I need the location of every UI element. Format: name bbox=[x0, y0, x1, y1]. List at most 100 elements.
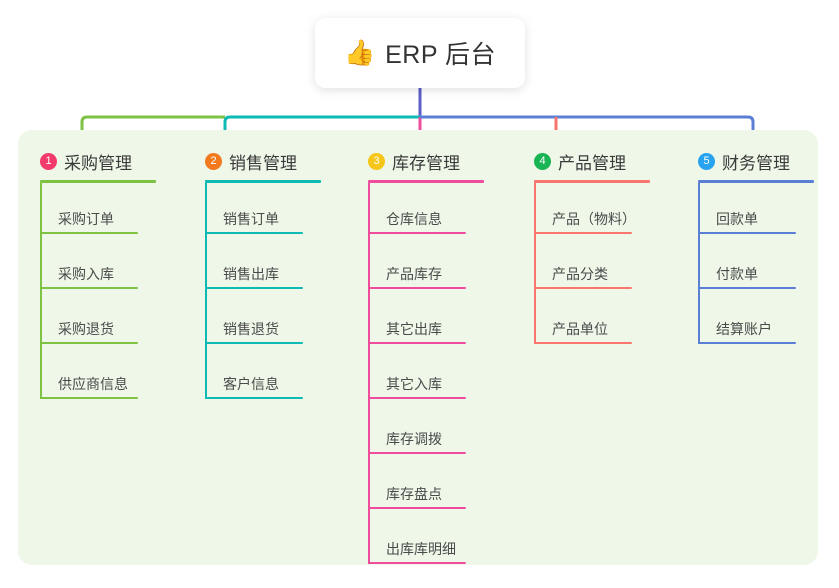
branch-header[interactable]: 2 销售管理 bbox=[205, 144, 321, 178]
leaf-rule bbox=[368, 452, 466, 454]
branch-header[interactable]: 4 产品管理 bbox=[534, 144, 650, 178]
branch-column: 4 产品管理产品（物料） 产品分类产品单位 bbox=[534, 144, 650, 348]
leaf-item[interactable]: 产品库存 bbox=[368, 238, 484, 293]
leaf-rule bbox=[40, 287, 138, 289]
leaf-label: 产品分类 bbox=[552, 266, 608, 282]
leaf-list: 仓库信息产品库存其它出库其它入库库存调拨库存盘点出库库明细 bbox=[368, 183, 484, 568]
leaf-label: 回款单 bbox=[716, 211, 758, 227]
branch-header-rule bbox=[205, 180, 321, 183]
root-node[interactable]: 👍 ERP 后台 bbox=[315, 18, 525, 88]
leaf-rule bbox=[698, 287, 796, 289]
leaf-item[interactable]: 销售订单 bbox=[205, 183, 321, 238]
leaf-item[interactable]: 付款单 bbox=[698, 238, 814, 293]
leaf-trunk-line bbox=[368, 183, 370, 564]
branch-title: 财务管理 bbox=[722, 153, 790, 173]
leaf-rule bbox=[368, 507, 466, 509]
leaf-trunk-line bbox=[534, 183, 536, 344]
leaf-rule bbox=[534, 232, 632, 234]
leaf-rule bbox=[40, 342, 138, 344]
leaf-item[interactable]: 采购订单 bbox=[40, 183, 156, 238]
leaf-label: 库存盘点 bbox=[386, 486, 442, 502]
leaf-trunk-line bbox=[40, 183, 42, 399]
leaf-item[interactable]: 仓库信息 bbox=[368, 183, 484, 238]
leaf-label: 出库库明细 bbox=[386, 541, 456, 557]
leaf-label: 采购退货 bbox=[58, 321, 114, 337]
branch-index-badge: 3 bbox=[368, 152, 385, 170]
leaf-item[interactable]: 回款单 bbox=[698, 183, 814, 238]
leaf-trunk-line bbox=[205, 183, 207, 399]
leaf-list: 销售订单销售出库销售退货客户信息 bbox=[205, 183, 321, 403]
branch-column: 2 销售管理销售订单销售出库销售退货客户信息 bbox=[205, 144, 321, 403]
leaf-item[interactable]: 客户信息 bbox=[205, 348, 321, 403]
leaf-list: 产品（物料） 产品分类产品单位 bbox=[534, 183, 650, 348]
leaf-label: 库存调拨 bbox=[386, 431, 442, 447]
branch-header[interactable]: 5 财务管理 bbox=[698, 144, 814, 178]
leaf-item[interactable]: 库存盘点 bbox=[368, 458, 484, 513]
branch-title: 产品管理 bbox=[558, 153, 626, 173]
leaf-rule bbox=[698, 342, 796, 344]
leaf-list: 回款单付款单结算账户 bbox=[698, 183, 814, 348]
leaf-label: 其它入库 bbox=[386, 376, 442, 392]
leaf-rule bbox=[40, 232, 138, 234]
root-title: ERP 后台 bbox=[385, 41, 497, 69]
leaf-rule bbox=[205, 232, 303, 234]
leaf-rule bbox=[205, 287, 303, 289]
leaf-label: 销售退货 bbox=[223, 321, 279, 337]
leaf-rule bbox=[40, 397, 138, 399]
leaf-label: 结算账户 bbox=[716, 321, 772, 337]
branch-header-rule bbox=[40, 180, 156, 183]
leaf-item[interactable]: 出库库明细 bbox=[368, 513, 484, 568]
leaf-label: 供应商信息 bbox=[58, 376, 128, 392]
leaf-rule bbox=[534, 287, 632, 289]
leaf-label: 仓库信息 bbox=[386, 211, 442, 227]
branch-header-rule bbox=[534, 180, 650, 183]
leaf-label: 产品单位 bbox=[552, 321, 608, 337]
leaf-label: 采购订单 bbox=[58, 211, 114, 227]
leaf-item[interactable]: 其它入库 bbox=[368, 348, 484, 403]
leaf-label: 产品（物料） bbox=[552, 211, 636, 227]
branch-header[interactable]: 3 库存管理 bbox=[368, 144, 484, 178]
leaf-item[interactable]: 产品分类 bbox=[534, 238, 650, 293]
leaf-item[interactable]: 产品（物料） bbox=[534, 183, 650, 238]
leaf-item[interactable]: 库存调拨 bbox=[368, 403, 484, 458]
leaf-item[interactable]: 采购入库 bbox=[40, 238, 156, 293]
branch-index-badge: 5 bbox=[698, 152, 715, 170]
branch-column: 3 库存管理仓库信息产品库存其它出库其它入库库存调拨库存盘点出库库明细 bbox=[368, 144, 484, 568]
branch-title: 采购管理 bbox=[64, 153, 132, 173]
leaf-rule bbox=[368, 342, 466, 344]
leaf-label: 产品库存 bbox=[386, 266, 442, 282]
leaf-rule bbox=[534, 342, 632, 344]
leaf-label: 销售订单 bbox=[223, 211, 279, 227]
leaf-list: 采购订单采购入库采购退货供应商信息 bbox=[40, 183, 156, 403]
branch-column: 5 财务管理回款单付款单结算账户 bbox=[698, 144, 814, 348]
branch-index-badge: 2 bbox=[205, 152, 222, 170]
branch-title: 销售管理 bbox=[229, 153, 297, 173]
leaf-rule bbox=[698, 232, 796, 234]
leaf-item[interactable]: 采购退货 bbox=[40, 293, 156, 348]
branch-index-badge: 4 bbox=[534, 152, 551, 170]
leaf-label: 客户信息 bbox=[223, 376, 279, 392]
thumbs-up-emoji: 👍 bbox=[343, 38, 376, 67]
leaf-rule bbox=[368, 562, 466, 564]
leaf-item[interactable]: 供应商信息 bbox=[40, 348, 156, 403]
leaf-trunk-line bbox=[698, 183, 700, 344]
leaf-label: 其它出库 bbox=[386, 321, 442, 337]
leaf-item[interactable]: 销售退货 bbox=[205, 293, 321, 348]
leaf-label: 付款单 bbox=[716, 266, 758, 282]
leaf-label: 销售出库 bbox=[223, 266, 279, 282]
leaf-rule bbox=[205, 397, 303, 399]
leaf-item[interactable]: 结算账户 bbox=[698, 293, 814, 348]
leaf-rule bbox=[205, 342, 303, 344]
leaf-item[interactable]: 销售出库 bbox=[205, 238, 321, 293]
leaf-rule bbox=[368, 397, 466, 399]
branch-title: 库存管理 bbox=[392, 153, 460, 173]
branch-header-rule bbox=[368, 180, 484, 183]
branch-header-rule bbox=[698, 180, 814, 183]
leaf-rule bbox=[368, 232, 466, 234]
leaf-item[interactable]: 其它出库 bbox=[368, 293, 484, 348]
leaf-rule bbox=[368, 287, 466, 289]
diagram-panel bbox=[18, 130, 818, 565]
leaf-item[interactable]: 产品单位 bbox=[534, 293, 650, 348]
